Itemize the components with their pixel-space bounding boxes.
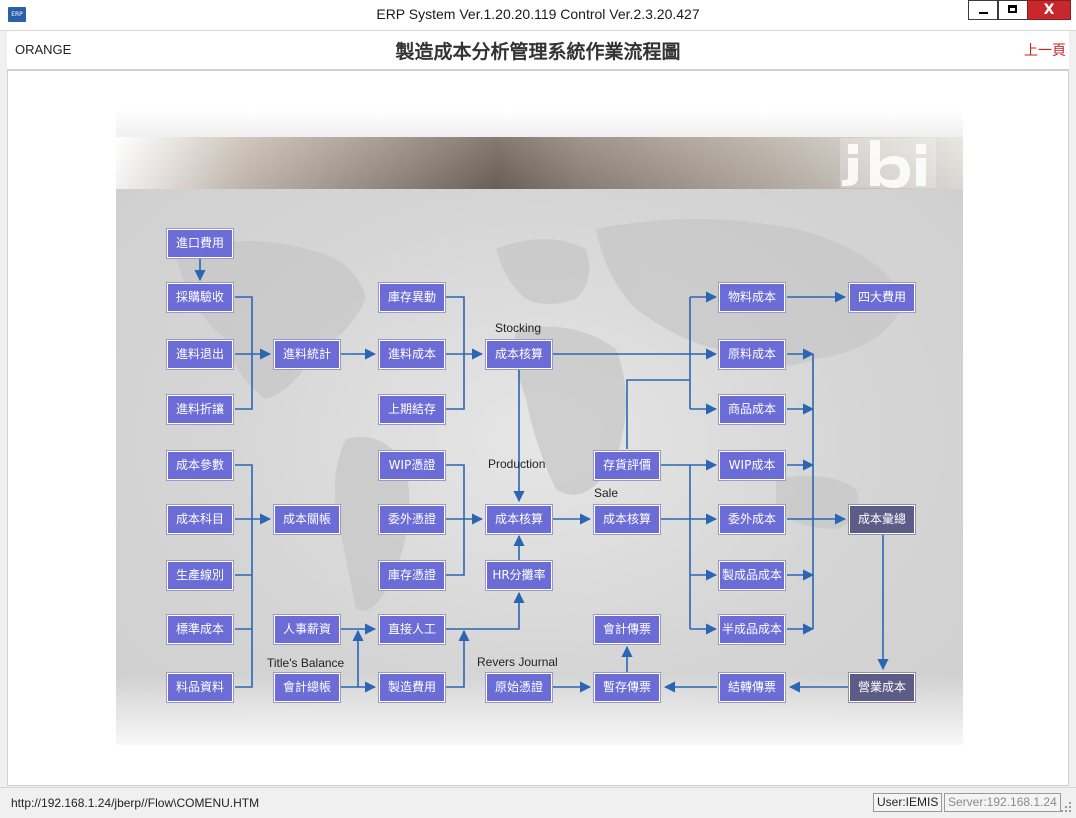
- node-cost-close[interactable]: 成本關帳: [273, 504, 341, 535]
- node-wip-cost[interactable]: WIP成本: [718, 450, 786, 481]
- node-wip-voucher[interactable]: WIP憑證: [378, 450, 446, 481]
- node-direct-labor[interactable]: 直接人工: [378, 614, 446, 645]
- node-sale-calc[interactable]: 成本核算: [593, 504, 661, 535]
- maximize-icon: [1008, 5, 1017, 13]
- node-inv-voucher[interactable]: 庫存憑證: [378, 560, 446, 591]
- label-stocking: Stocking: [495, 321, 542, 335]
- node-std-cost[interactable]: 標準成本: [166, 614, 234, 645]
- node-inv-change[interactable]: 庫存異動: [378, 282, 446, 313]
- node-cost-params[interactable]: 成本參數: [166, 450, 234, 481]
- node-prod-line[interactable]: 生產線別: [166, 560, 234, 591]
- node-purchase-discount[interactable]: 進料折讓: [166, 394, 234, 425]
- window-title: ERP System Ver.1.20.20.119 Control Ver.2…: [376, 6, 700, 22]
- app-icon: ERP: [8, 7, 26, 22]
- jbi-logo: [840, 138, 936, 188]
- node-outsource-voucher[interactable]: 委外憑證: [378, 504, 446, 535]
- node-item-data[interactable]: 料品資料: [166, 672, 234, 703]
- node-stocking-calc[interactable]: 成本核算: [485, 339, 553, 370]
- brand-label: ORANGE: [15, 42, 72, 57]
- minimize-icon: [979, 12, 988, 14]
- flowchart-panel: [116, 110, 963, 745]
- node-prev-balance[interactable]: 上期結存: [378, 394, 446, 425]
- label-revers-journal: Revers Journal: [477, 655, 558, 669]
- node-acct-ledger[interactable]: 會計總帳: [273, 672, 341, 703]
- status-server: Server:192.168.1.24: [944, 793, 1061, 812]
- page-header: ORANGE 製造成本分析管理系統作業流程圖 上一頁: [7, 31, 1069, 70]
- label-sale: Sale: [594, 486, 619, 500]
- status-bar: http://192.168.1.24/jberp//Flow\COMENU.H…: [0, 787, 1076, 818]
- node-production-calc[interactable]: 成本核算: [485, 504, 553, 535]
- node-raw-material-cost[interactable]: 原料成本: [718, 339, 786, 370]
- page-title: 製造成本分析管理系統作業流程圖: [395, 41, 681, 63]
- node-semi-finished-cost[interactable]: 半成品成本: [718, 614, 786, 645]
- node-hr-salary[interactable]: 人事薪資: [273, 614, 341, 645]
- minimize-button[interactable]: [968, 0, 998, 20]
- node-import-expense[interactable]: 進口費用: [166, 228, 234, 259]
- node-finished-cost[interactable]: 製成品成本: [718, 560, 786, 591]
- previous-page-link[interactable]: 上一頁: [1024, 43, 1066, 59]
- node-transfer-voucher[interactable]: 結轉傳票: [718, 672, 786, 703]
- close-button[interactable]: X: [1027, 0, 1071, 20]
- node-temp-voucher[interactable]: 暫存傳票: [593, 672, 661, 703]
- node-mfg-expense[interactable]: 製造費用: [378, 672, 446, 703]
- node-orig-voucher[interactable]: 原始憑證: [485, 672, 553, 703]
- label-production: Production: [488, 457, 546, 471]
- banner-top-strip: [116, 110, 963, 137]
- node-material-cost[interactable]: 物料成本: [718, 282, 786, 313]
- node-goods-cost[interactable]: 商品成本: [718, 394, 786, 425]
- maximize-button[interactable]: [998, 0, 1028, 20]
- node-four-expenses[interactable]: 四大費用: [848, 282, 916, 313]
- resize-grip-icon[interactable]: [1061, 802, 1071, 812]
- label-titles-balance: Title's Balance: [267, 656, 345, 670]
- node-operating-cost[interactable]: 營業成本: [848, 672, 916, 703]
- status-user: User:IEMIS: [873, 793, 943, 812]
- node-purchase-receipt[interactable]: 採購驗收: [166, 282, 234, 313]
- window-title-bar: ERP ERP System Ver.1.20.20.119 Control V…: [0, 0, 1076, 31]
- node-cost-account[interactable]: 成本科目: [166, 504, 234, 535]
- node-inv-valuation[interactable]: 存貨評價: [593, 450, 661, 481]
- node-outsource-cost[interactable]: 委外成本: [718, 504, 786, 535]
- node-purchase-return[interactable]: 進料退出: [166, 339, 234, 370]
- node-purchase-stats[interactable]: 進料統計: [273, 339, 341, 370]
- node-cost-summary[interactable]: 成本彙總: [848, 504, 916, 535]
- close-icon: X: [1043, 2, 1055, 18]
- status-url: http://192.168.1.24/jberp//Flow\COMENU.H…: [11, 796, 260, 810]
- node-hr-alloc[interactable]: HR分攤率: [485, 560, 553, 591]
- banner-gradient: [116, 137, 963, 189]
- node-incoming-cost[interactable]: 進料成本: [378, 339, 446, 370]
- node-acct-voucher[interactable]: 會計傳票: [593, 614, 661, 645]
- banner-overlay: [116, 137, 963, 189]
